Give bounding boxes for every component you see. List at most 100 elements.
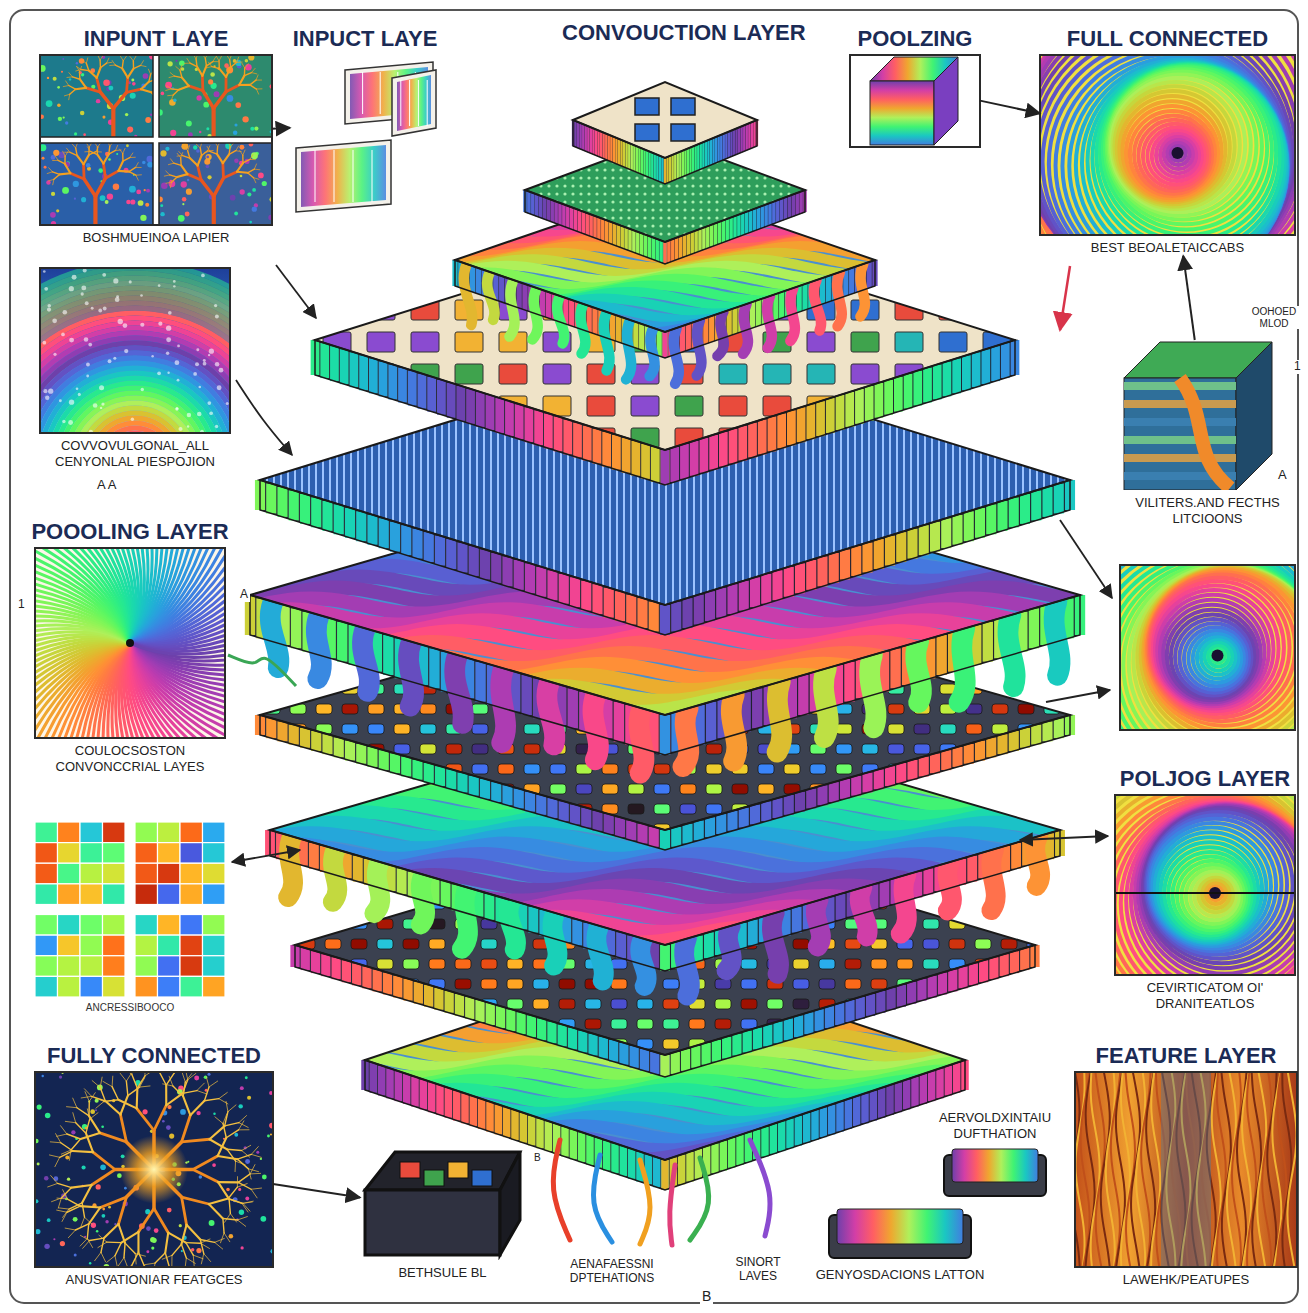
- network-layer: [845, 1039, 861, 1049]
- network-layer: [434, 988, 443, 1010]
- network-layer: [446, 744, 462, 754]
- network-layer: [287, 355, 289, 605]
- network-layer: [945, 1066, 953, 1096]
- network-layer: [799, 191, 803, 213]
- network-layer: [531, 168, 534, 171]
- network-layer: [574, 209, 578, 231]
- network-layer: [764, 204, 768, 226]
- network-layer: [611, 168, 614, 171]
- network-layer: [786, 1118, 794, 1148]
- network-layer: [509, 900, 517, 949]
- network-layer: [1001, 343, 1010, 378]
- network-layer: [1008, 615, 1015, 687]
- network-layer: [661, 450, 670, 485]
- network-layer: [412, 760, 422, 780]
- network-layer: [871, 1019, 887, 1029]
- network-layer: [555, 184, 558, 187]
- network-layer: [379, 361, 388, 396]
- network-layer: [411, 268, 439, 288]
- network-layer: [611, 232, 614, 235]
- network-layer: [966, 744, 982, 754]
- network-layer: [819, 1039, 835, 1049]
- network-layer: [639, 324, 644, 350]
- network-layer: [758, 824, 774, 834]
- network-layer: [446, 769, 456, 789]
- network-layer: [539, 168, 542, 171]
- network-layer: [787, 410, 796, 445]
- network-layer: [602, 432, 611, 467]
- network-layer: [547, 160, 550, 163]
- network-layer: [706, 804, 722, 814]
- network-layer: [745, 212, 749, 234]
- network-layer: [706, 226, 710, 248]
- network-layer: [390, 522, 400, 552]
- network-layer: [563, 136, 566, 139]
- network-layer: [311, 497, 321, 527]
- network-layer: [683, 708, 689, 766]
- network-layer: [437, 380, 446, 415]
- network-layer: [367, 747, 377, 767]
- network-layer: [507, 959, 523, 969]
- network-layer: [1027, 919, 1043, 929]
- network-layer: [994, 355, 996, 605]
- network-layer: [689, 1019, 705, 1029]
- network-layer: [888, 724, 904, 734]
- network-layer: [555, 152, 558, 155]
- network-layer: [264, 804, 280, 814]
- network-layer: [914, 784, 930, 794]
- network-layer: [641, 444, 650, 479]
- network-layer: [1001, 919, 1017, 929]
- network-layer: [320, 343, 329, 378]
- network-layer: [876, 991, 885, 1013]
- network-layer: [619, 216, 622, 219]
- network-layer: [928, 1071, 936, 1101]
- network-layer: [436, 1085, 444, 1115]
- network-layer: [952, 747, 962, 767]
- network-layer: [987, 355, 989, 605]
- network-layer: [495, 398, 504, 433]
- network-layer: [836, 1102, 844, 1132]
- network-layer: [294, 355, 296, 605]
- network-layer: [611, 216, 614, 219]
- network-layer: [894, 377, 903, 412]
- network-layer: [342, 960, 351, 982]
- network-layer: [936, 635, 946, 675]
- network-layer: [804, 1012, 813, 1034]
- network-layer: [736, 1135, 744, 1165]
- network-layer: [637, 1019, 653, 1029]
- network-layer: [424, 532, 434, 562]
- network-layer: [851, 546, 861, 576]
- network-layer: [992, 784, 1008, 794]
- network-layer: [895, 428, 923, 448]
- network-layer: [230, 664, 1110, 679]
- network-layer: [871, 959, 887, 969]
- network-layer: [547, 184, 550, 187]
- network-layer: [514, 560, 524, 590]
- network-layer: [342, 704, 358, 714]
- network-layer: [851, 332, 879, 352]
- network-layer: [563, 184, 566, 187]
- network-layer: [323, 300, 351, 320]
- network-layer: [628, 804, 644, 814]
- network-layer: [611, 184, 614, 187]
- network-layer: [475, 1000, 484, 1022]
- network-layer: [1044, 804, 1060, 814]
- network-layer: [923, 868, 933, 894]
- network-layer: [322, 734, 332, 754]
- network-layer: [420, 764, 436, 774]
- network-layer: [418, 374, 427, 409]
- network-layer: [626, 595, 636, 625]
- network-layer: [420, 824, 436, 834]
- network-layer: [1022, 355, 1024, 605]
- network-layer: [949, 1019, 965, 1029]
- network-layer: [675, 396, 703, 416]
- network-layer: [507, 1039, 523, 1049]
- network-layer: [587, 168, 590, 171]
- network-layer: [299, 1039, 315, 1049]
- network-layer: [940, 784, 956, 794]
- network-layer: [682, 824, 692, 844]
- network-layer: [579, 184, 582, 187]
- network-layer: [772, 798, 782, 818]
- network-layer: [983, 622, 993, 662]
- network-layer: [408, 371, 417, 406]
